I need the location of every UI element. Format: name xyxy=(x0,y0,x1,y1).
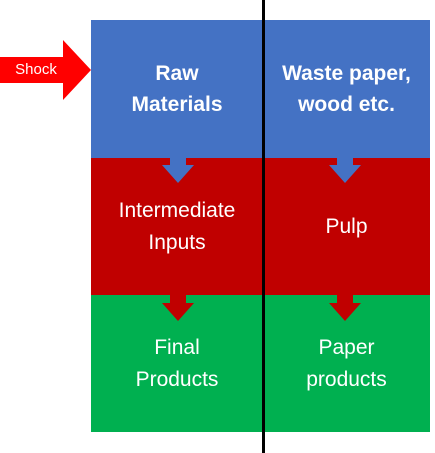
raw-materials-label: Raw Materials xyxy=(131,61,223,117)
down-arrow-icon xyxy=(162,291,194,321)
shock-arrow-icon xyxy=(0,40,91,100)
pulp-label: Pulp xyxy=(325,214,368,238)
waste-paper-box: Waste paper, wood etc. xyxy=(263,20,430,158)
shock-label: Shock xyxy=(15,61,57,78)
column-divider xyxy=(262,0,265,453)
down-arrow-icon xyxy=(329,153,361,183)
raw-materials-box: Raw Materials xyxy=(91,20,263,158)
intermediate-inputs-label: Intermediate Inputs xyxy=(118,199,236,254)
down-arrow-icon xyxy=(329,291,361,321)
paper-products-label: Paper products xyxy=(306,336,387,391)
waste-paper-label: Waste paper, wood etc. xyxy=(282,61,411,117)
down-arrow-icon xyxy=(162,153,194,183)
final-products-label: Final Products xyxy=(135,336,219,391)
